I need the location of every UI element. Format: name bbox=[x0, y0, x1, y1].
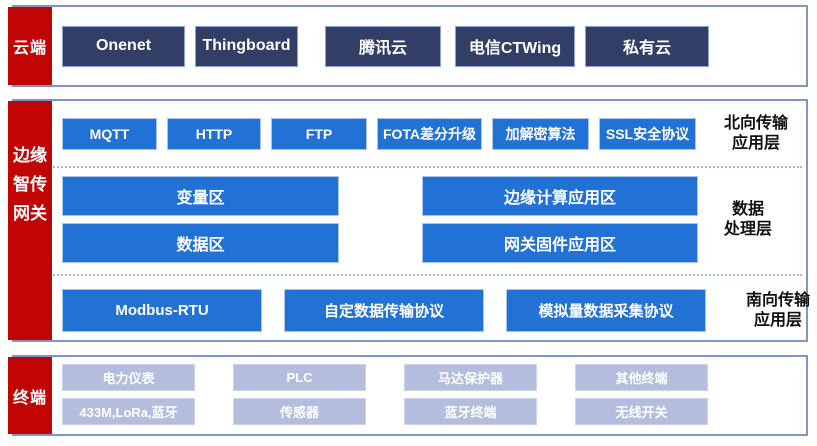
data-layer-left-column: 变量区 数据区 bbox=[62, 176, 339, 263]
data-layer-right-column: 边缘计算应用区 网关固件应用区 bbox=[421, 176, 698, 263]
layer-label-north: 北向传输 应用层 bbox=[706, 114, 806, 154]
layer-label-data-line2: 处理层 bbox=[723, 220, 772, 238]
protocol-node-analog-acquisition: 模拟量数据采集协议 bbox=[506, 289, 706, 332]
cloud-node-row: Onenet Thingboard 腾讯云 电信CTWing 私有云 bbox=[14, 7, 806, 85]
layer-label-south-line2: 应用层 bbox=[753, 311, 802, 329]
terminal-row-2: 433M,LoRa,蓝牙 传感器 蓝牙终端 无线开关 bbox=[62, 398, 708, 425]
terminal-row-1: 电力仪表 PLC 马达保护器 其他终端 bbox=[62, 364, 708, 391]
layer-label-south-line1: 南向传输 bbox=[745, 291, 810, 309]
sidebar-gateway: 边缘 智传 网关 bbox=[8, 101, 52, 340]
device-node-sensor: 传感器 bbox=[233, 398, 366, 425]
device-node-433m-lora-bluetooth: 433M,LoRa,蓝牙 bbox=[62, 398, 195, 425]
zone-node-variable: 变量区 bbox=[62, 176, 339, 216]
sidebar-terminal: 终端 bbox=[8, 357, 52, 434]
cloud-node-ctwing: 电信CTWing bbox=[455, 25, 575, 67]
protocol-node-crypto: 加解密算法 bbox=[492, 118, 589, 150]
section-gateway: 边缘 智传 网关 MQTT HTTP FTP FOTA差分升级 加解密算法 SS… bbox=[8, 99, 810, 342]
layer-label-north-line2: 应用层 bbox=[731, 135, 780, 152]
device-node-bluetooth-terminal: 蓝牙终端 bbox=[404, 398, 537, 425]
protocol-node-fota: FOTA差分升级 bbox=[377, 118, 482, 150]
data-layer-band: 变量区 数据区 边缘计算应用区 网关固件应用区 数据 处理层 bbox=[62, 176, 798, 263]
device-node-other-terminal: 其他终端 bbox=[575, 364, 708, 391]
layer-label-north-line1: 北向传输 bbox=[723, 115, 788, 132]
device-node-plc: PLC bbox=[233, 364, 366, 391]
sidebar-gateway-line1: 边缘 bbox=[13, 146, 47, 165]
cloud-node-tencent: 腾讯云 bbox=[325, 25, 441, 67]
dotted-divider-top bbox=[50, 166, 802, 168]
device-node-power-meter: 电力仪表 bbox=[62, 364, 195, 391]
layer-label-south: 南向传输 应用层 bbox=[728, 291, 817, 331]
zone-node-data: 数据区 bbox=[62, 223, 339, 263]
device-node-motor-protector: 马达保护器 bbox=[404, 364, 537, 391]
sidebar-cloud-label: 云端 bbox=[12, 40, 47, 57]
layer-label-data: 数据 处理层 bbox=[698, 200, 798, 240]
sidebar-cloud: 云端 bbox=[8, 7, 52, 85]
south-layer-band: Modbus-RTU 自定数据传输协议 模拟量数据采集协议 南向传输 应用层 bbox=[62, 289, 810, 332]
sidebar-gateway-line3: 网关 bbox=[13, 204, 47, 223]
protocol-node-ssl: SSL安全协议 bbox=[599, 118, 696, 150]
protocol-node-modbus: Modbus-RTU bbox=[62, 289, 262, 332]
device-node-wireless-switch: 无线开关 bbox=[575, 398, 708, 425]
protocol-node-ftp: FTP bbox=[271, 118, 367, 150]
zone-node-edge-compute: 边缘计算应用区 bbox=[421, 176, 698, 216]
north-layer-band: MQTT HTTP FTP FOTA差分升级 加解密算法 SSL安全协议 北向传… bbox=[62, 114, 798, 154]
gateway-inner: MQTT HTTP FTP FOTA差分升级 加解密算法 SSL安全协议 北向传… bbox=[14, 114, 810, 332]
section-terminal: 终端 电力仪表 PLC 马达保护器 其他终端 433M,LoRa,蓝牙 传感器 … bbox=[8, 355, 808, 436]
terminal-grid: 电力仪表 PLC 马达保护器 其他终端 433M,LoRa,蓝牙 传感器 蓝牙终… bbox=[14, 357, 806, 425]
sidebar-gateway-line2: 智传 bbox=[13, 175, 47, 194]
dotted-divider-bottom bbox=[50, 274, 802, 276]
layer-label-data-line1: 数据 bbox=[731, 200, 764, 218]
zone-node-firmware: 网关固件应用区 bbox=[421, 223, 698, 263]
sidebar-terminal-label: 终端 bbox=[12, 389, 47, 407]
cloud-node-thingboard: Thingboard bbox=[195, 25, 298, 67]
protocol-node-mqtt: MQTT bbox=[62, 118, 157, 150]
cloud-node-private: 私有云 bbox=[585, 25, 709, 67]
protocol-node-http: HTTP bbox=[167, 118, 261, 150]
cloud-node-onenet: Onenet bbox=[62, 25, 185, 67]
section-cloud: 云端 Onenet Thingboard 腾讯云 电信CTWing 私有云 bbox=[8, 5, 808, 87]
protocol-node-custom-transfer: 自定数据传输协议 bbox=[284, 289, 484, 332]
